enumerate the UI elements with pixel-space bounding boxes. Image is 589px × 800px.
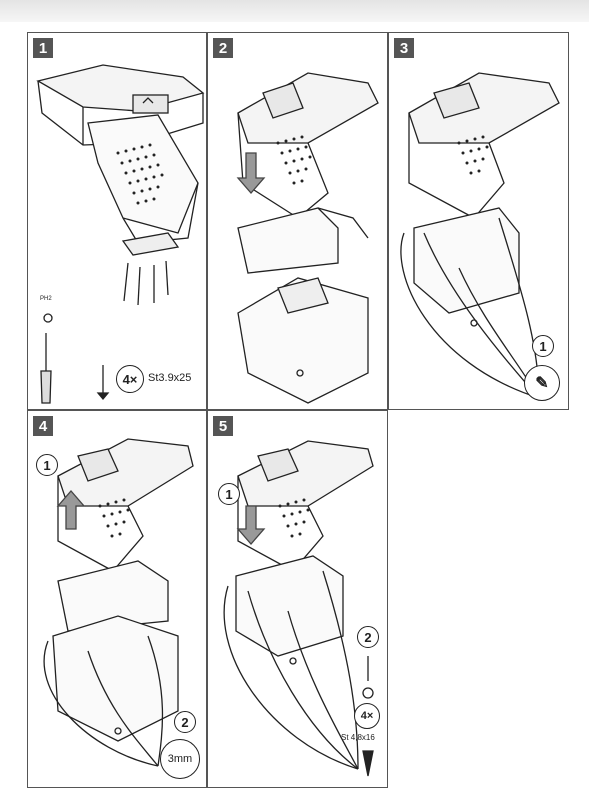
callout-1-badge: 1 [36,454,58,476]
step-number: 3 [394,38,414,58]
armrest-assembly-illustration [236,72,379,404]
callout-1-badge: 1 [218,483,240,505]
perforation-pattern [278,498,310,538]
armrest-top-unit-illustration [36,64,205,404]
screw-spec-label: St 4,8x16 [341,733,375,742]
step-2-panel: 2 [207,32,388,410]
step-number: 1 [33,38,53,58]
step-3-panel: 3 1 ✎ [388,32,569,410]
armrest-removal-illustration [43,438,194,767]
screw-count-badge: 4× [116,365,144,393]
step-number: 5 [213,416,233,436]
viewer-top-bar [0,0,589,22]
screw-spec-label: St3.9x25 [148,372,192,384]
step-1-panel: 1 PH2 [27,32,207,410]
perforation-pattern [276,135,312,185]
armrest-clip-illustration [400,72,560,399]
perforation-pattern [457,135,489,175]
step-number: 4 [33,416,53,436]
step-4-panel: 4 1 2 3mm [27,410,207,788]
clip-press-icon: ✎ [524,365,560,401]
gap-label: 3mm [167,753,193,765]
armrest-fixing-illustration [223,440,374,777]
tool-label: PH2 [40,296,52,302]
step-5-panel: 5 1 2 4× St 4,8x16 [207,410,388,788]
screw-count-badge: 4× [354,703,380,729]
step-number: 2 [213,38,233,58]
callout-1-badge: 1 [532,335,554,357]
perforation-pattern [116,143,164,205]
gap-gauge-badge: 3mm [160,739,200,779]
perforation-pattern [98,498,130,538]
callout-2-badge: 2 [357,626,379,648]
callout-2-badge: 2 [174,711,196,733]
